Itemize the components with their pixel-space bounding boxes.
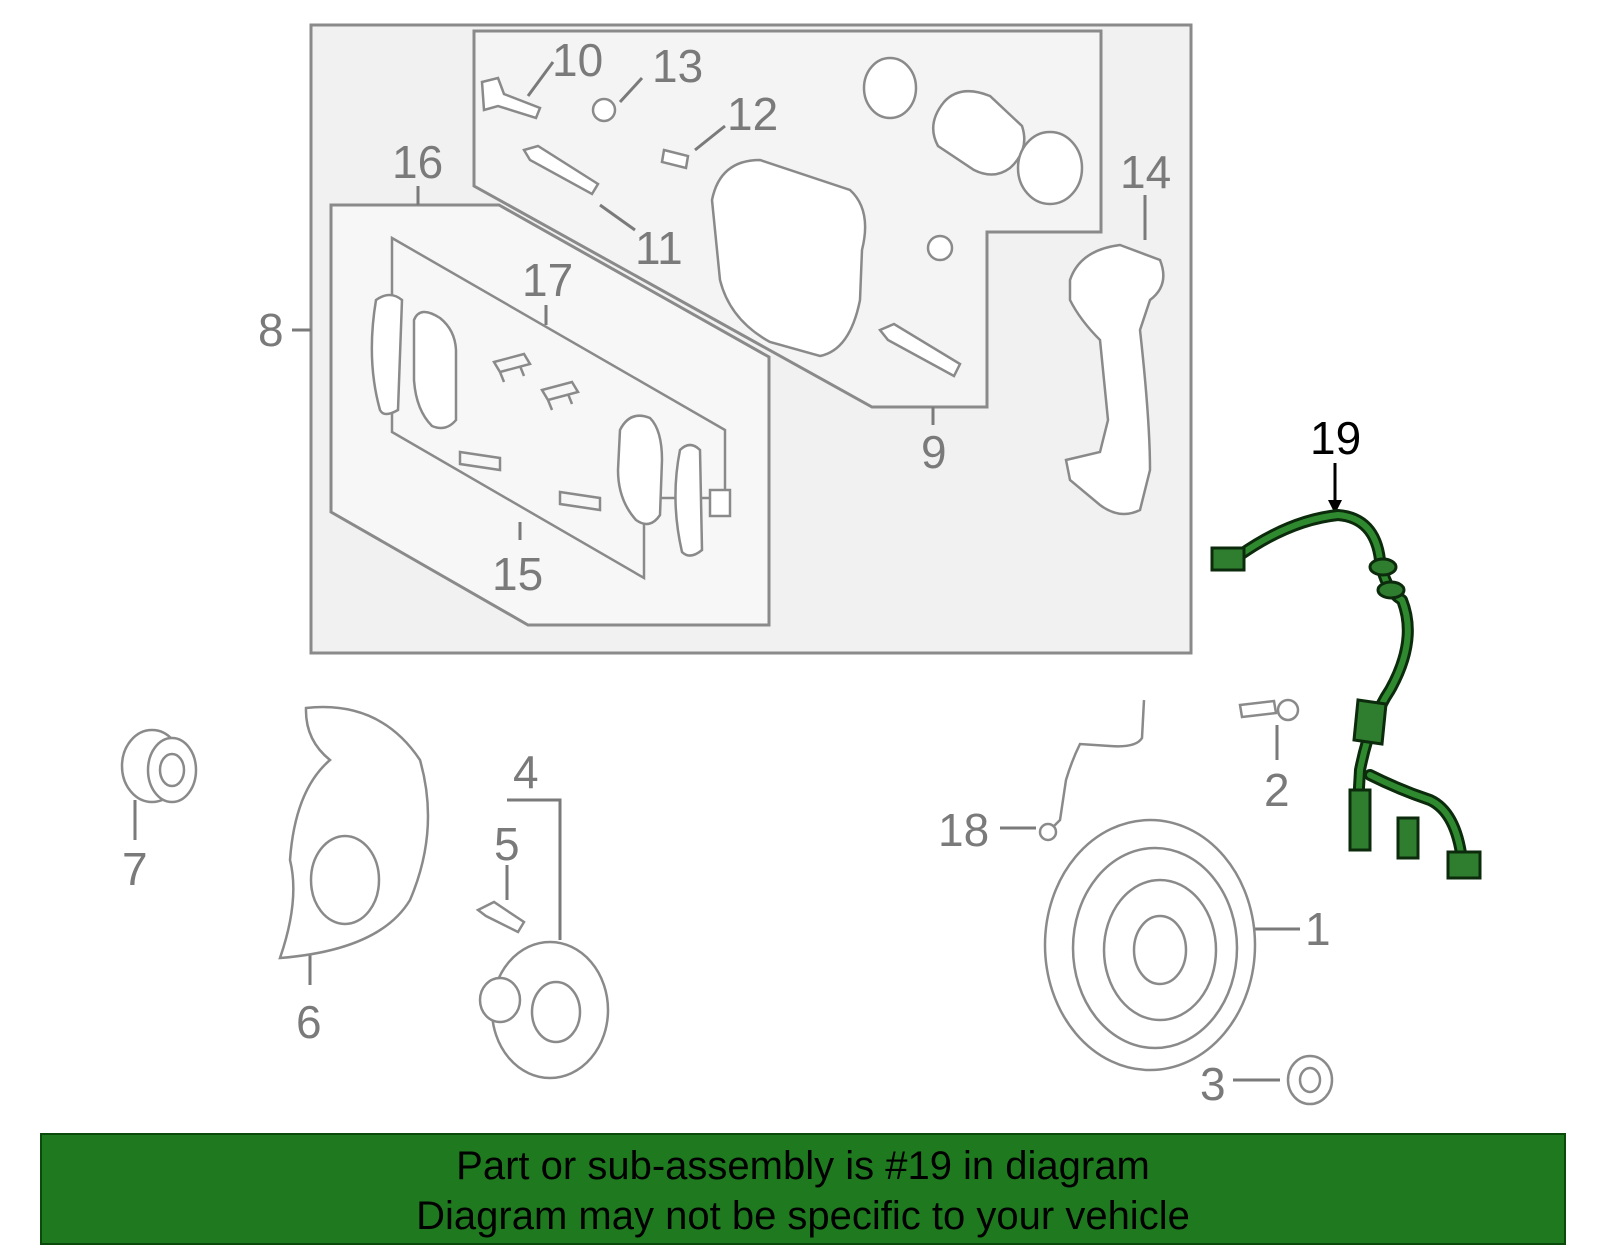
callout-13: 13 xyxy=(652,40,703,92)
guide-pin-lower xyxy=(877,322,962,378)
banner-line-1: Part or sub-assembly is #19 in diagram xyxy=(456,1144,1150,1188)
brake-pad-left-shim xyxy=(370,293,404,416)
hub-bolt xyxy=(475,900,526,934)
brake-pad-right-shim xyxy=(674,443,704,557)
callout-15: 15 xyxy=(492,548,543,600)
rotor-screw-head xyxy=(1276,698,1300,722)
bleeder-screw-12 xyxy=(660,148,690,170)
brake-rotor xyxy=(1043,818,1257,1072)
callout-9: 9 xyxy=(921,426,947,478)
leader-4 xyxy=(507,798,562,940)
leader-13 xyxy=(618,76,644,104)
brake-hose xyxy=(1049,699,1146,831)
part-notice-banner: Part or sub-assembly is #19 in diagram D… xyxy=(40,1133,1566,1245)
dust-shield-hole xyxy=(309,834,381,926)
callout-11: 11 xyxy=(635,222,683,274)
callout-8: 8 xyxy=(258,304,284,356)
dust-boot xyxy=(1016,130,1084,206)
callout-17: 17 xyxy=(522,254,573,306)
caliper-piston xyxy=(931,89,1026,176)
arrowhead-19 xyxy=(1328,500,1342,514)
callout-12: 12 xyxy=(727,88,778,140)
brake-hose-fitting xyxy=(1038,822,1058,842)
pad-clip-3 xyxy=(458,450,502,472)
callout-2: 2 xyxy=(1264,764,1290,816)
callout-10: 10 xyxy=(552,34,603,86)
rotor-screw xyxy=(1238,699,1278,719)
brake-pad-left xyxy=(412,310,458,430)
callout-6: 6 xyxy=(296,996,322,1048)
guide-bolt-10 xyxy=(480,76,542,120)
callout-16: 16 xyxy=(392,136,443,188)
callout-1: 1 xyxy=(1305,903,1331,955)
pad-kit-box xyxy=(329,203,771,627)
pad-clip-4 xyxy=(558,490,602,512)
callout-14: 14 xyxy=(1120,146,1171,198)
piston-seal xyxy=(862,56,918,120)
callout-5: 5 xyxy=(494,818,520,870)
callout-3: 3 xyxy=(1200,1058,1226,1110)
callout-19: 19 xyxy=(1310,412,1361,464)
callout-7: 7 xyxy=(122,843,148,895)
leader-10 xyxy=(526,61,555,97)
guide-pin-11 xyxy=(522,144,600,196)
caliper-bracket xyxy=(1064,243,1165,516)
wear-indicator xyxy=(708,488,732,518)
leader-11 xyxy=(599,203,636,232)
wheel-hub xyxy=(478,940,610,1080)
caliper-body xyxy=(710,158,867,358)
wheel-bearing xyxy=(120,728,198,804)
pad-clip-2 xyxy=(540,380,580,411)
bleeder-cap-13 xyxy=(591,97,617,123)
pad-clip-1 xyxy=(492,352,532,383)
abs-wheel-speed-sensor xyxy=(1210,509,1482,880)
hub-nut xyxy=(1286,1054,1334,1106)
callout-18: 18 xyxy=(938,804,989,856)
banner-line-2: Diagram may not be specific to your vehi… xyxy=(416,1194,1190,1238)
leader-12 xyxy=(694,124,726,152)
callout-4: 4 xyxy=(513,746,539,798)
brake-pad-right xyxy=(616,414,664,526)
boot-small xyxy=(926,234,954,262)
